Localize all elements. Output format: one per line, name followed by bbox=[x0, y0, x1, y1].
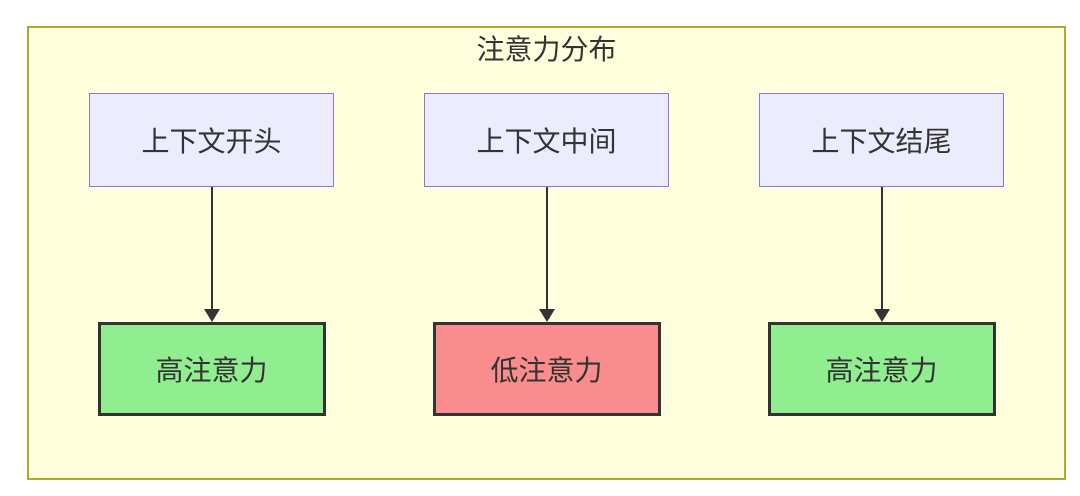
target-node-high-attention-1: 高注意力 bbox=[97, 322, 326, 416]
arrowhead-down-icon bbox=[538, 309, 555, 322]
attention-distribution-subgraph: 注意力分布 上下文开头 高注意力 上下文中间 低注意力 上下文结尾 bbox=[27, 26, 1066, 480]
flow-columns: 上下文开头 高注意力 上下文中间 低注意力 上下文结尾 bbox=[29, 93, 1064, 416]
down-arrow-connector bbox=[538, 187, 555, 322]
down-arrow-connector bbox=[873, 187, 890, 322]
source-node-context-end: 上下文结尾 bbox=[759, 93, 1004, 187]
arrowhead-down-icon bbox=[203, 309, 220, 322]
source-node-context-start: 上下文开头 bbox=[89, 93, 334, 187]
flow-column-context-end: 上下文结尾 高注意力 bbox=[759, 93, 1004, 416]
diagram-title: 注意力分布 bbox=[476, 33, 617, 66]
arrowhead-down-icon bbox=[873, 309, 890, 322]
arrow-line bbox=[880, 187, 883, 309]
arrow-line bbox=[210, 187, 213, 309]
down-arrow-connector bbox=[203, 187, 220, 322]
target-node-high-attention-2: 高注意力 bbox=[767, 322, 996, 416]
flow-column-context-start: 上下文开头 高注意力 bbox=[89, 93, 334, 416]
target-node-low-attention: 低注意力 bbox=[432, 322, 661, 416]
source-node-context-middle: 上下文中间 bbox=[424, 93, 669, 187]
arrow-line bbox=[545, 187, 548, 309]
flow-column-context-middle: 上下文中间 低注意力 bbox=[424, 93, 669, 416]
